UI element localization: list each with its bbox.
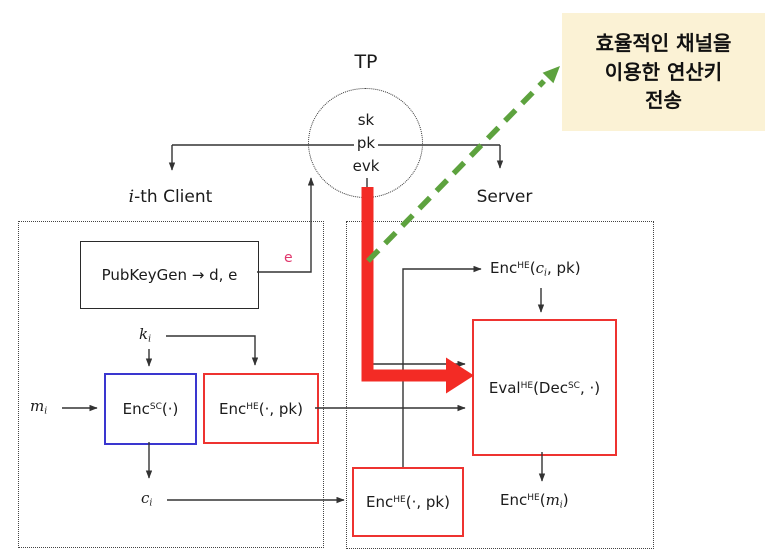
callout-line1: 효율적인 채널을 — [595, 31, 732, 56]
callout-box: 효율적인 채널을 이용한 연산키 전송 — [562, 13, 765, 131]
enc-ci-label: EncHE(ci, pk) — [490, 259, 581, 279]
client-enc-he-box: EncHE(·, pk) — [203, 373, 319, 444]
mi-label: mi — [30, 397, 48, 417]
pubkeygen-box: PubKeyGen → d, e — [80, 241, 259, 309]
enc-mi-label: EncHE(mi) — [500, 491, 569, 511]
ci-label: ci — [141, 489, 153, 509]
tp-key-pk: pk — [340, 134, 392, 152]
server-heading: Server — [476, 187, 533, 207]
server-enc-pk-box: EncHE(·, pk) — [352, 467, 464, 537]
client-heading: i-th Client — [128, 187, 213, 207]
enc-sc-box: EncSC(·) — [104, 373, 197, 445]
client-dotted-region — [18, 221, 324, 548]
tp-key-sk: sk — [357, 111, 375, 129]
callout-line3: 전송 — [645, 88, 682, 113]
ki-label: ki — [139, 325, 152, 345]
eval-box: EvalHE(DecSC, ·) — [472, 319, 617, 456]
e-label: e — [284, 250, 293, 266]
callout-line2: 이용한 연산키 — [604, 59, 723, 84]
callout-text: 효율적인 채널을 이용한 연산키 전송 — [596, 29, 732, 114]
tp-title: TP — [354, 51, 378, 73]
tp-key-evk: evk — [352, 157, 380, 175]
